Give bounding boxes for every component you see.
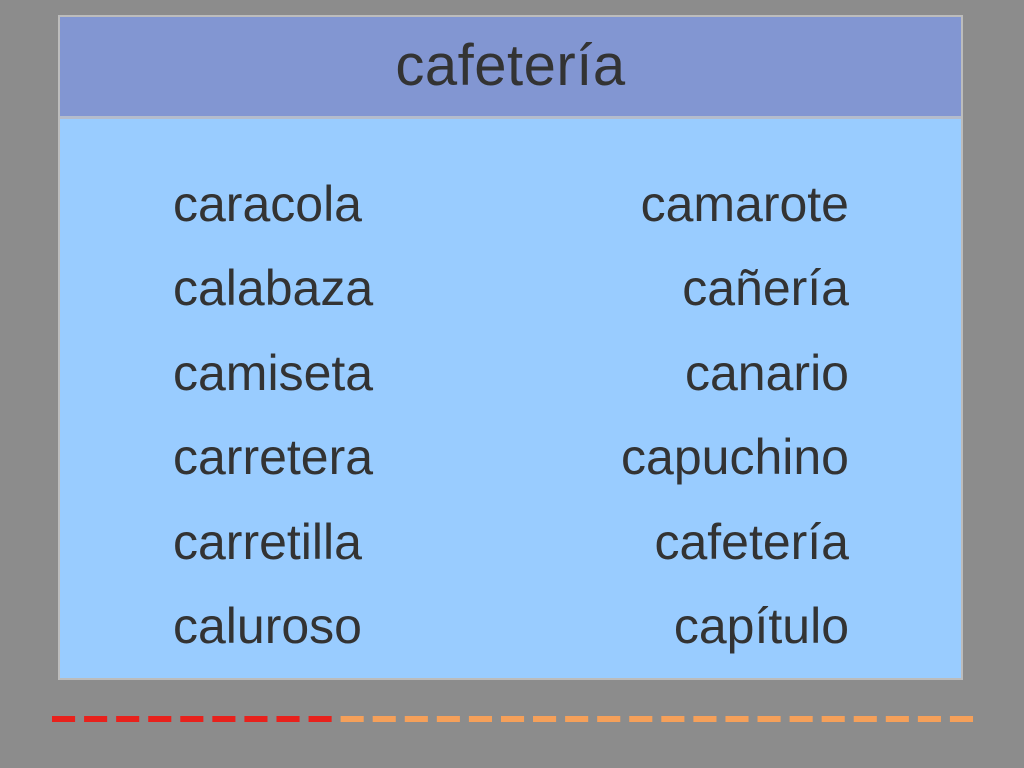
slide-progress-bar <box>52 716 974 722</box>
progress-segment-remaining <box>436 716 460 722</box>
progress-segment-remaining <box>725 716 749 722</box>
progress-segment-remaining <box>821 716 845 722</box>
word-item: capítulo <box>673 597 849 654</box>
word-item: caracola <box>173 176 362 232</box>
progress-segment-completed <box>52 716 76 722</box>
word-item: carretera <box>173 429 374 486</box>
progress-segment-completed <box>244 716 268 722</box>
progress-segment-remaining <box>533 716 557 722</box>
progress-segment-completed <box>84 716 108 722</box>
word-item: camiseta <box>173 344 374 401</box>
word-item: caluroso <box>173 597 362 654</box>
progress-segment-remaining <box>340 716 364 722</box>
word-item: canario <box>685 344 849 401</box>
word-item: camarote <box>640 176 849 232</box>
slide-title: cafetería <box>395 33 626 98</box>
progress-segment-remaining <box>404 716 428 722</box>
word-item: carretilla <box>173 513 362 570</box>
progress-segment-completed <box>116 716 140 722</box>
word-item: capuchino <box>621 429 849 486</box>
progress-segment-remaining <box>853 716 877 722</box>
progress-segment-remaining <box>661 716 685 722</box>
word-item: cañería <box>682 260 849 317</box>
word-item: cafetería <box>654 513 849 570</box>
progress-segment-remaining <box>789 716 813 722</box>
progress-segment-completed <box>308 716 332 722</box>
progress-segment-completed <box>148 716 172 722</box>
progress-segment-completed <box>180 716 204 722</box>
progress-segment-remaining <box>693 716 717 722</box>
progress-segment-remaining <box>468 716 492 722</box>
progress-segment-completed <box>276 716 300 722</box>
progress-segment-remaining <box>500 716 525 722</box>
progress-segment-remaining <box>597 716 621 722</box>
progress-segment-completed <box>212 716 236 722</box>
progress-segment-remaining <box>885 716 909 722</box>
left-word-column: caracola calabaza camiseta carretera car… <box>173 162 373 668</box>
progress-segment-remaining <box>372 716 396 722</box>
word-item: calabaza <box>173 260 374 317</box>
progress-segment-remaining <box>757 716 781 722</box>
progress-segment-remaining <box>629 716 653 722</box>
right-word-column: camarote cañería canario capuchino cafet… <box>621 162 849 668</box>
progress-segment-remaining <box>949 716 974 722</box>
word-card: cafetería caracola calabaza camiseta car… <box>58 15 963 680</box>
progress-segment-remaining <box>917 716 941 722</box>
progress-segment-remaining <box>565 716 589 722</box>
title-bar: cafetería <box>60 17 961 119</box>
